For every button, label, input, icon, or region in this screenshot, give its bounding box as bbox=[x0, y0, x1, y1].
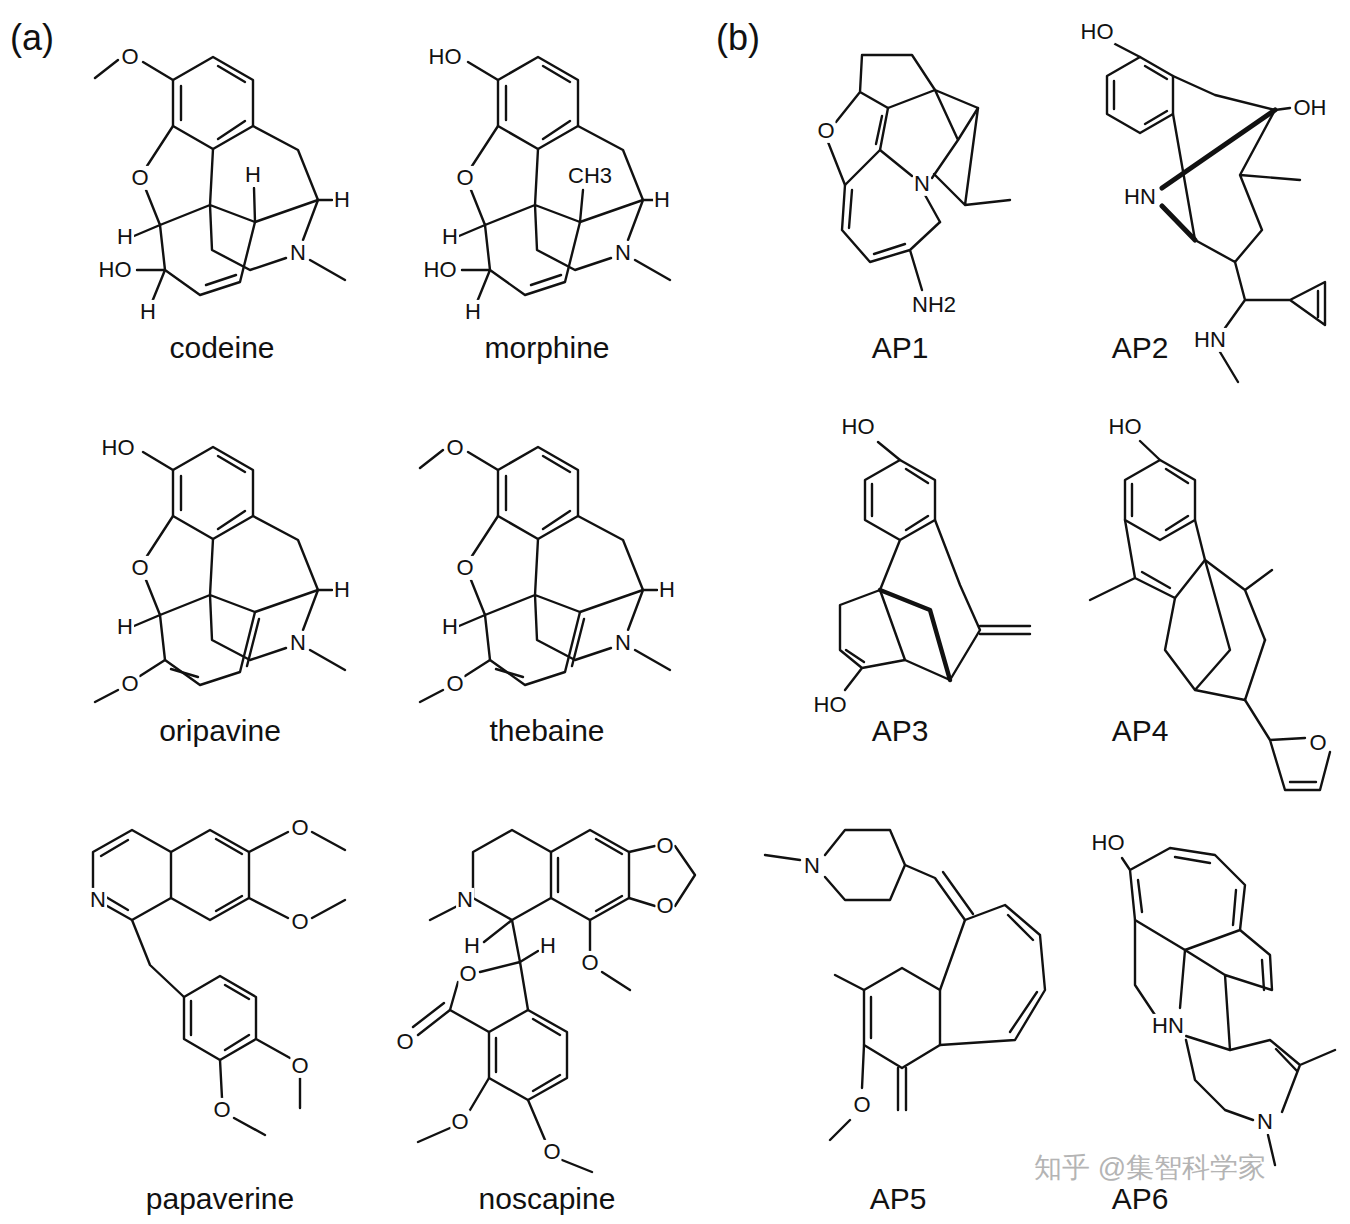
panel-label: (a) bbox=[10, 18, 54, 58]
atom-label: O bbox=[445, 672, 464, 696]
atom-label: O bbox=[130, 166, 149, 190]
atom-label: H bbox=[244, 163, 262, 187]
atom-label: H bbox=[333, 188, 351, 212]
atom-label: N bbox=[1256, 1110, 1274, 1134]
compound-name: codeine bbox=[169, 331, 274, 364]
atom-label: O bbox=[445, 436, 464, 460]
atom-label: O bbox=[290, 1054, 309, 1078]
compound-name: morphine bbox=[484, 331, 609, 364]
compound-name: AP6 bbox=[1112, 1182, 1169, 1215]
atom-label: OH bbox=[1293, 96, 1328, 120]
atom-label: HO bbox=[1108, 415, 1143, 439]
atom-label: HO bbox=[101, 436, 136, 460]
atom-label: NH2 bbox=[911, 293, 957, 317]
atom-label: HN bbox=[1151, 1014, 1185, 1038]
atom-label: H bbox=[441, 615, 459, 639]
atom-label: H bbox=[116, 615, 134, 639]
atom-label: HO bbox=[1080, 20, 1115, 44]
atom-label: O bbox=[130, 556, 149, 580]
atom-label: O bbox=[290, 816, 309, 840]
atom-label: O bbox=[455, 556, 474, 580]
atom-label: O bbox=[655, 894, 674, 918]
atom-label: H bbox=[464, 300, 482, 324]
panel-label: (b) bbox=[716, 18, 760, 58]
atom-label: HN bbox=[1123, 185, 1157, 209]
atom-label: O bbox=[1308, 731, 1327, 755]
atom-label: N bbox=[614, 241, 632, 265]
atom-label: N bbox=[289, 631, 307, 655]
compound-name: noscapine bbox=[479, 1182, 616, 1215]
atom-label: O bbox=[450, 1110, 469, 1134]
atom-label: N bbox=[614, 631, 632, 655]
atom-label: HN bbox=[1193, 328, 1227, 352]
atom-label: O bbox=[816, 119, 835, 143]
compound-name: oripavine bbox=[159, 714, 281, 747]
atom-label: N bbox=[803, 854, 821, 878]
atom-label: HO bbox=[428, 45, 463, 69]
atom-label: H bbox=[116, 225, 134, 249]
atom-label: N bbox=[89, 888, 107, 912]
atom-label: N bbox=[456, 888, 474, 912]
atom-label: CH3 bbox=[567, 164, 613, 188]
compound-name: AP4 bbox=[1112, 714, 1169, 747]
atom-label: O bbox=[212, 1098, 231, 1122]
watermark: 知乎 @集智科学家 bbox=[1034, 1153, 1266, 1184]
atom-label: O bbox=[580, 951, 599, 975]
atom-label: O bbox=[852, 1093, 871, 1117]
atom-label: O bbox=[455, 166, 474, 190]
atom-label: H bbox=[658, 578, 676, 602]
atom-label: H bbox=[139, 300, 157, 324]
atom-label: O bbox=[120, 672, 139, 696]
atom-label: H bbox=[539, 934, 557, 958]
atom-label: H bbox=[441, 225, 459, 249]
compound-name: AP5 bbox=[870, 1182, 927, 1215]
compound-name: papaverine bbox=[146, 1182, 294, 1215]
compound-name: thebaine bbox=[489, 714, 604, 747]
atom-label: O bbox=[458, 962, 477, 986]
atom-label: H bbox=[653, 188, 671, 212]
compound-name: AP3 bbox=[872, 714, 929, 747]
atom-label: H bbox=[333, 578, 351, 602]
atom-label: O bbox=[120, 45, 139, 69]
atom-label: N bbox=[913, 172, 931, 196]
atom-label: O bbox=[655, 834, 674, 858]
atom-label: HO bbox=[98, 258, 133, 282]
atom-label: HO bbox=[813, 693, 848, 717]
atom-label: O bbox=[542, 1140, 561, 1164]
compound-name: AP2 bbox=[1112, 331, 1169, 364]
atom-label: N bbox=[289, 241, 307, 265]
compound-name: AP1 bbox=[872, 331, 929, 364]
atom-label: O bbox=[290, 910, 309, 934]
atom-label: H bbox=[463, 934, 481, 958]
atom-label: HO bbox=[423, 258, 458, 282]
atom-label: HO bbox=[841, 415, 876, 439]
atom-label: O bbox=[395, 1030, 414, 1054]
atom-label: HO bbox=[1091, 831, 1126, 855]
